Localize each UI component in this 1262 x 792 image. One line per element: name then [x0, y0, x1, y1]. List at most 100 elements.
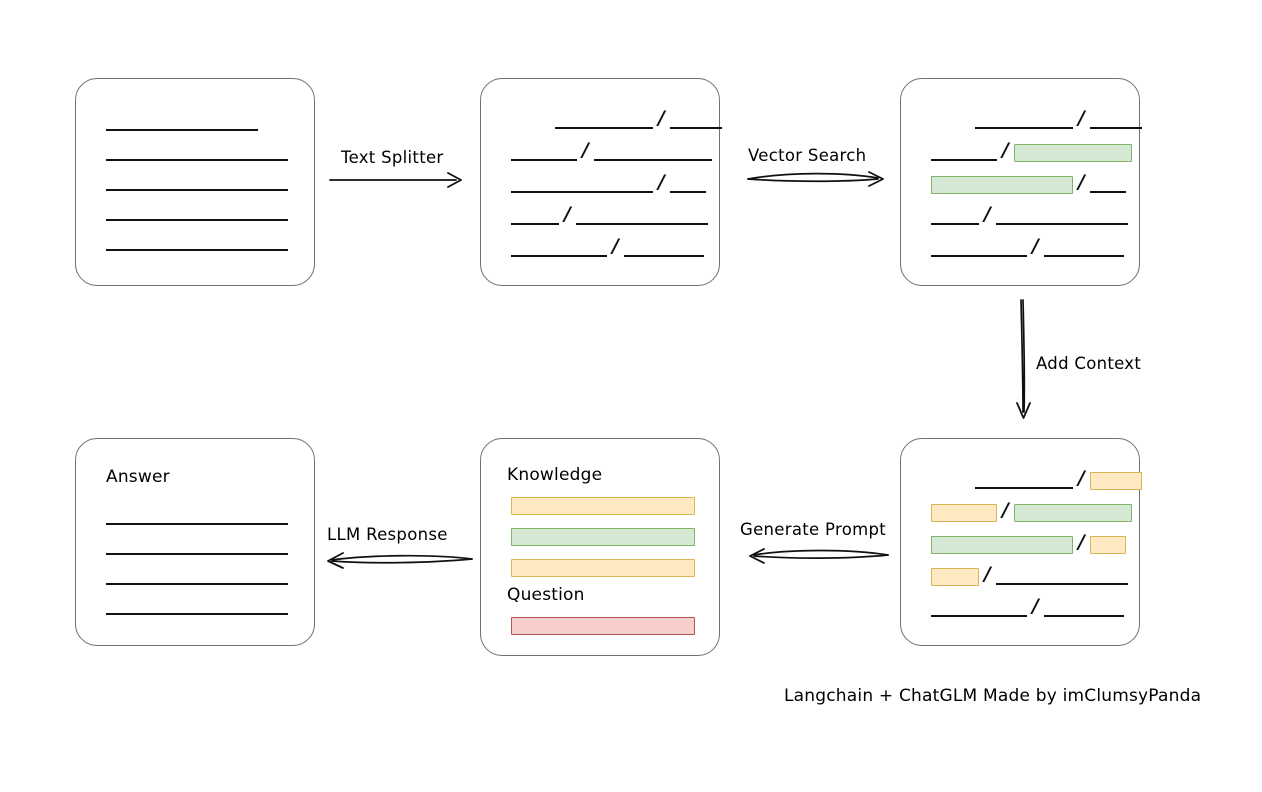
answer-line: [106, 509, 288, 527]
chunk-line: /: [931, 141, 1132, 163]
chunk-segment: [511, 223, 559, 225]
chunk-segment: [1089, 127, 1142, 129]
chunk-separator: /: [612, 235, 619, 257]
chunk-segment: [931, 159, 997, 161]
document-line: [106, 145, 288, 163]
vector-search-arrow: [747, 171, 884, 187]
chunk-separator: /: [984, 563, 991, 585]
chunk-segment-highlight-yellow: [931, 504, 997, 522]
answer-line: [106, 569, 288, 587]
edge-label-add-context: Add Context: [1036, 354, 1142, 373]
chunk-segment: [931, 223, 979, 225]
answer-line: [106, 539, 288, 557]
chunk-segment: [511, 191, 653, 193]
chunk-line: /: [931, 109, 1142, 131]
line-segment: [106, 613, 288, 615]
question-bar-red: [511, 617, 695, 635]
line-segment: [106, 189, 288, 191]
chunk-segment: [669, 127, 722, 129]
chunk-separator: /: [658, 171, 665, 193]
chunk-segment: [931, 255, 1027, 257]
chunk-line: /: [931, 173, 1126, 195]
chunk-segment: [995, 583, 1128, 585]
diagram-caption: Langchain + ChatGLM Made by imClumsyPand…: [784, 686, 1202, 706]
chunk-separator: /: [1032, 595, 1039, 617]
chunk-segment-highlight-yellow: [1089, 536, 1126, 554]
chunk-segment: [623, 255, 704, 257]
knowledge-bar-yellow: [511, 497, 695, 515]
edge-label-vector-search: Vector Search: [748, 146, 867, 165]
chunk-segment: [931, 615, 1027, 617]
knowledge-label: Knowledge: [507, 465, 603, 485]
answer-box[interactable]: Answer: [75, 438, 315, 646]
chunk-line: /: [511, 237, 704, 259]
chunk-segment-highlight-green: [931, 176, 1073, 194]
line-segment: [106, 523, 288, 525]
chunk-segment-highlight-green: [931, 536, 1073, 554]
document-line: [106, 115, 258, 133]
split-chunks-box[interactable]: / / / / /: [480, 78, 722, 286]
chunk-line: /: [511, 205, 708, 227]
line-segment: [106, 219, 288, 221]
chunk-line: /: [931, 205, 1128, 227]
chunk-line: /: [511, 173, 706, 195]
chunk-segment-highlight-yellow: [931, 568, 979, 586]
source-document-box[interactable]: [75, 78, 315, 286]
llm-response-arrow: [327, 552, 473, 569]
chunk-line: /: [931, 501, 1132, 523]
line-segment: [106, 129, 258, 131]
chunk-line: /: [511, 141, 712, 163]
chunk-segment-highlight-green: [1013, 504, 1132, 522]
chunk-segment-highlight-yellow: [1089, 472, 1142, 490]
generate-prompt-arrow: [749, 548, 889, 564]
chunk-segment: [975, 127, 1073, 129]
chunk-segment: [511, 255, 607, 257]
knowledge-bar-yellow: [511, 559, 695, 577]
chunk-separator: /: [582, 139, 589, 161]
chunk-separator: /: [1002, 139, 1009, 161]
edge-label-text-splitter: Text Splitter: [341, 148, 444, 167]
chunk-segment: [1043, 255, 1124, 257]
chunk-separator: /: [1078, 467, 1085, 489]
chunk-segment: [555, 127, 653, 129]
chunk-separator: /: [1032, 235, 1039, 257]
line-segment: [106, 553, 288, 555]
chunk-separator: /: [1078, 107, 1085, 129]
chunk-separator: /: [564, 203, 571, 225]
chunk-separator: /: [984, 203, 991, 225]
chunk-segment: [975, 487, 1073, 489]
chunk-line: /: [931, 469, 1142, 491]
knowledge-bar-green: [511, 528, 695, 546]
chunk-line: /: [511, 109, 722, 131]
chunk-line: /: [931, 237, 1124, 259]
chunk-segment: [1089, 191, 1126, 193]
add-context-arrow: [1016, 299, 1031, 419]
chunk-separator: /: [658, 107, 665, 129]
chunk-separator: /: [1078, 531, 1085, 553]
chunk-segment: [995, 223, 1128, 225]
document-line: [106, 235, 288, 253]
chunk-line: /: [931, 533, 1126, 555]
line-segment: [106, 583, 288, 585]
chunk-segment: [593, 159, 712, 161]
chunk-segment: [1043, 615, 1124, 617]
document-line: [106, 205, 288, 223]
chunk-segment-highlight-green: [1013, 144, 1132, 162]
chunk-segment: [511, 159, 577, 161]
chunk-separator: /: [1002, 499, 1009, 521]
chunk-segment: [669, 191, 706, 193]
line-segment: [106, 249, 288, 251]
line-segment: [106, 159, 288, 161]
context-added-box[interactable]: / / / / /: [900, 438, 1142, 646]
prompt-box[interactable]: Knowledge Question: [480, 438, 720, 656]
chunk-segment: [575, 223, 708, 225]
chunk-separator: /: [1078, 171, 1085, 193]
vector-matches-box[interactable]: / / / / /: [900, 78, 1142, 286]
chunk-line: /: [931, 597, 1124, 619]
edge-label-llm-response: LLM Response: [327, 525, 448, 544]
question-label: Question: [507, 585, 585, 605]
document-line: [106, 175, 288, 193]
answer-label: Answer: [106, 467, 170, 487]
answer-line: [106, 599, 288, 617]
